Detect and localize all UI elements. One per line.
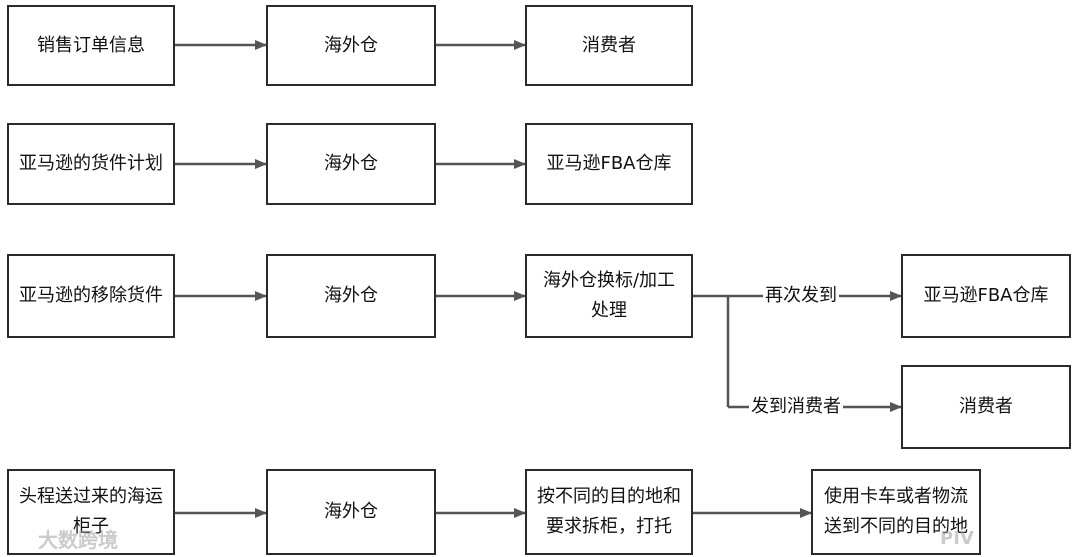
node-consumer: 消费者: [525, 5, 693, 86]
edge-label-send-again: 再次发到: [763, 285, 839, 307]
node-destuff-palletize: 按不同的目的地和 要求拆柜，打托: [525, 469, 693, 555]
node-sea-container-headhaul: 头程送过来的海运 柜子: [7, 469, 175, 555]
node-amazon-removal-shipment: 亚马逊的移除货件: [7, 254, 175, 338]
watermark-right: PIV: [940, 528, 974, 549]
node-sales-order-info: 销售订单信息: [7, 5, 175, 86]
node-amazon-fba-warehouse-branch: 亚马逊FBA仓库: [901, 254, 1071, 338]
node-amazon-shipment-plan: 亚马逊的货件计划: [7, 123, 175, 205]
node-amazon-fba-warehouse: 亚马逊FBA仓库: [525, 123, 693, 205]
node-overseas-warehouse: 海外仓: [266, 469, 436, 555]
node-truck-delivery: 使用卡车或者物流 送到不同的目的地: [811, 469, 981, 555]
node-consumer-branch: 消费者: [901, 365, 1071, 449]
node-relabel-processing: 海外仓换标/加工 处理: [525, 254, 693, 338]
node-overseas-warehouse: 海外仓: [266, 254, 436, 338]
watermark-left: 大数跨境: [38, 528, 118, 552]
node-overseas-warehouse: 海外仓: [266, 123, 436, 205]
edge-label-send-to-consumer: 发到消费者: [749, 396, 843, 418]
node-overseas-warehouse: 海外仓: [266, 5, 436, 86]
